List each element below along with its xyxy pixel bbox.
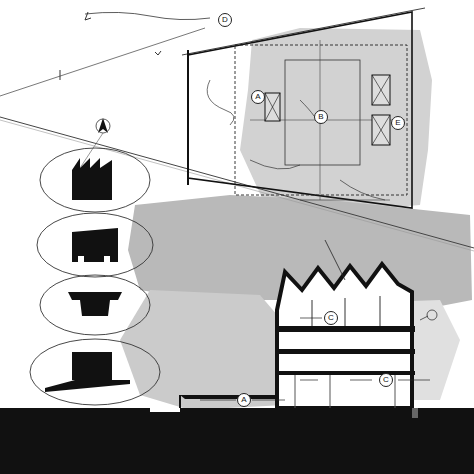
site-line <box>0 120 474 251</box>
callout-letter: B <box>318 113 323 121</box>
wash <box>120 290 290 410</box>
site-line <box>0 28 205 96</box>
mark <box>155 51 161 55</box>
block-icon <box>78 256 110 262</box>
stepped-icon <box>68 292 122 316</box>
callout-circle: C <box>379 373 393 387</box>
callout-circle: D <box>218 13 232 27</box>
building-section <box>180 240 437 410</box>
ground-step <box>150 408 180 412</box>
callout-letter: C <box>328 314 334 322</box>
ground-step <box>412 408 418 418</box>
site-plan <box>182 8 425 208</box>
callout-circle: C <box>324 311 338 325</box>
typology-ellipses <box>30 148 160 405</box>
wash <box>240 28 432 212</box>
leader-scribble <box>85 12 210 19</box>
callout-letter: E <box>395 119 400 127</box>
callout-letter: C <box>383 376 389 384</box>
callout-circle: A <box>251 90 265 104</box>
block-icon <box>72 228 118 262</box>
callout-letter: D <box>222 16 228 24</box>
callout-circle: B <box>314 110 328 124</box>
north-arrow <box>96 119 110 133</box>
tick <box>60 70 61 80</box>
callout-circle: A <box>237 393 251 407</box>
callout-letter: A <box>255 93 260 101</box>
ground <box>0 408 474 474</box>
leader-scribble <box>85 12 91 20</box>
callout-circle: E <box>391 116 405 130</box>
box-icon <box>45 380 130 392</box>
factory-icon <box>72 158 112 200</box>
site-line <box>0 117 474 248</box>
box-icon <box>72 352 112 380</box>
callout-letter: A <box>241 396 246 404</box>
